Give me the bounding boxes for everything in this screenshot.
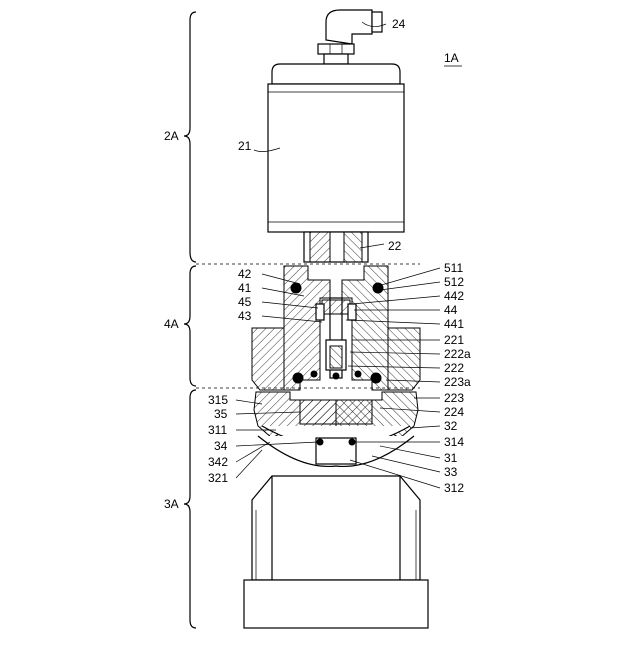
label-312: 312 [444, 481, 464, 495]
brace-2A [184, 12, 196, 262]
lower-valve [244, 392, 428, 628]
section-label-4A: 4A [164, 317, 179, 331]
figure-id: 1A [444, 51, 459, 65]
label-31: 31 [444, 451, 458, 465]
label-44: 44 [444, 303, 458, 317]
actuator-body [268, 64, 404, 232]
brace-3A [184, 390, 196, 628]
label-43: 43 [238, 309, 252, 323]
section-label-3A: 3A [164, 497, 179, 511]
upper-housing [252, 266, 420, 390]
label-442: 442 [444, 289, 464, 303]
label-311: 311 [208, 423, 227, 437]
label-222: 222 [444, 361, 464, 375]
section-label-2A: 2A [164, 129, 179, 143]
label-41: 41 [238, 281, 252, 295]
label-22: 22 [388, 239, 402, 253]
label-342: 342 [208, 455, 228, 469]
label-224: 224 [444, 405, 464, 419]
label-35: 35 [214, 407, 228, 421]
label-223: 223 [444, 391, 464, 405]
label-315: 315 [208, 393, 228, 407]
label-45: 45 [238, 295, 252, 309]
label-32: 32 [444, 419, 458, 433]
label-223a: 223a [444, 375, 471, 389]
label-321: 321 [208, 471, 228, 485]
label-42: 42 [238, 267, 252, 281]
label-33: 33 [444, 465, 458, 479]
label-314: 314 [444, 435, 464, 449]
label-512: 512 [444, 275, 464, 289]
label-441: 441 [444, 317, 464, 331]
elbow-fitting [318, 10, 382, 64]
label-21: 21 [238, 139, 252, 153]
brace-4A [184, 266, 196, 386]
label-24: 24 [392, 17, 406, 31]
label-34: 34 [214, 439, 228, 453]
label-511: 511 [444, 261, 463, 275]
label-222a: 222a [444, 347, 471, 361]
label-221: 221 [444, 333, 464, 347]
